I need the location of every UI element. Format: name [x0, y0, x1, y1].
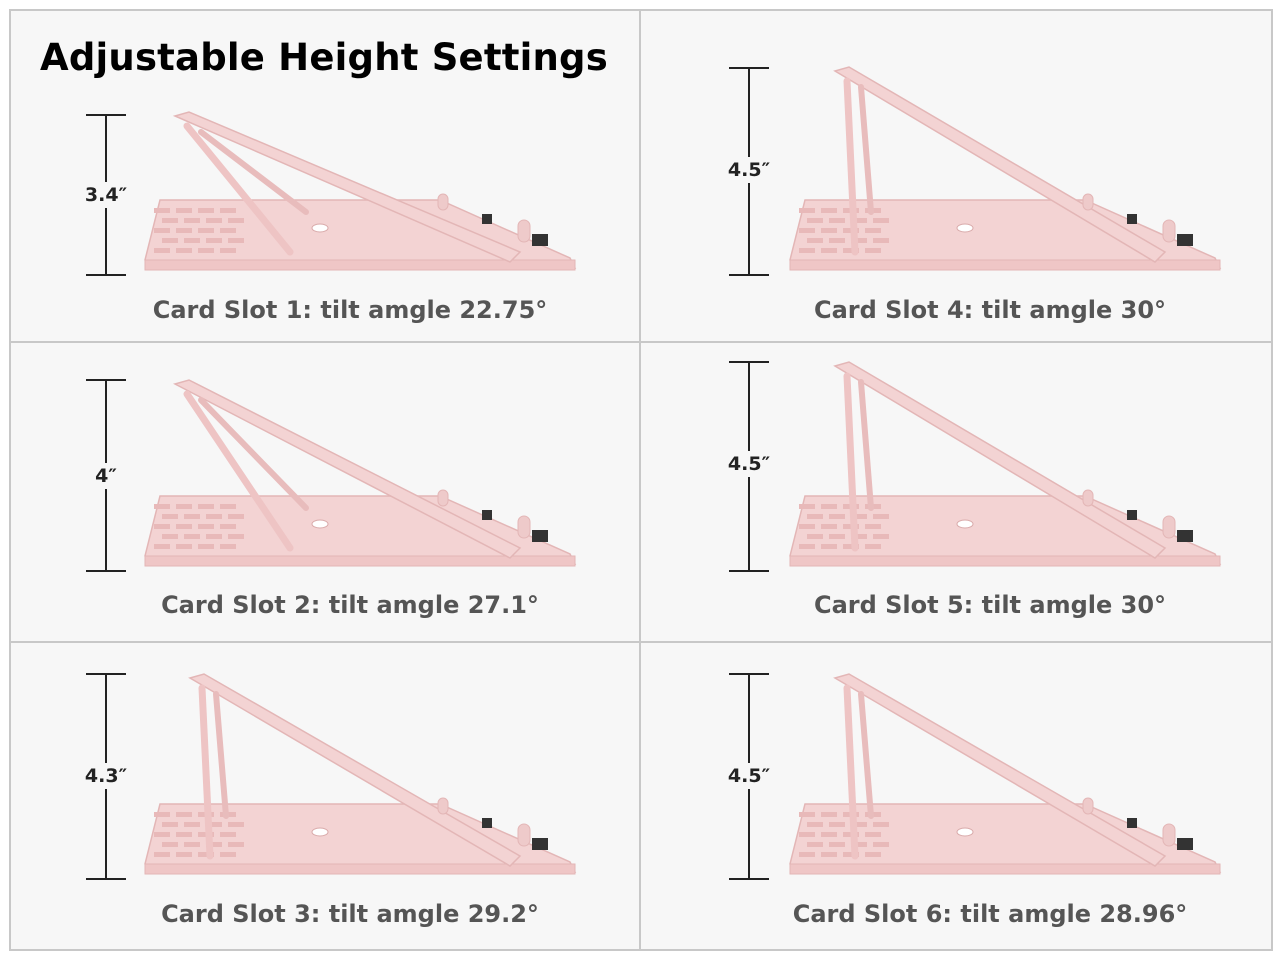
height-value: 4.5″ — [709, 157, 789, 183]
laptop-stand-image — [144, 111, 577, 271]
height-value: 4.3″ — [66, 763, 146, 789]
slot-caption: Card Slot 3: tilt amgle 29.2° — [161, 900, 539, 928]
height-dimension-marker: 4″ — [66, 379, 146, 572]
height-dimension-marker: 4.3″ — [66, 673, 146, 880]
slot-caption: Card Slot 2: tilt amgle 27.1° — [161, 591, 539, 619]
page-title: Adjustable Height Settings — [40, 36, 608, 79]
laptop-stand-image — [789, 66, 1222, 271]
slot-caption: Card Slot 4: tilt amgle 30° — [813, 296, 1167, 324]
grid-divider-horizontal-2 — [9, 641, 1273, 643]
height-value: 4.5″ — [709, 451, 789, 477]
slot-caption: Card Slot 6: tilt amgle 28.96° — [792, 900, 1188, 928]
laptop-stand-image — [789, 673, 1222, 875]
slot-caption: Card Slot 5: tilt amgle 30° — [813, 591, 1167, 619]
grid-divider-horizontal-1 — [9, 341, 1273, 343]
grid-divider-vertical — [639, 9, 641, 951]
height-dimension-marker: 4.5″ — [709, 673, 789, 880]
height-dimension-marker: 3.4″ — [66, 114, 146, 276]
height-dimension-marker: 4.5″ — [709, 67, 789, 276]
laptop-stand-image — [144, 379, 577, 567]
laptop-stand-image — [789, 361, 1222, 567]
height-value: 4″ — [66, 463, 146, 489]
height-dimension-marker: 4.5″ — [709, 361, 789, 572]
slot-caption: Card Slot 1: tilt amgle 22.75° — [152, 296, 548, 324]
laptop-stand-image — [144, 673, 577, 875]
height-value: 4.5″ — [709, 763, 789, 789]
height-value: 3.4″ — [66, 182, 146, 208]
